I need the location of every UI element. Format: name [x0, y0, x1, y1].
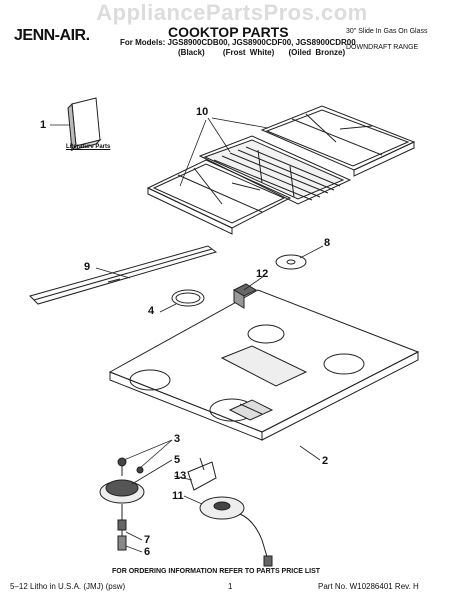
literature-parts-label: Literature Parts — [66, 144, 111, 150]
callout-1: 1 — [40, 119, 47, 131]
cooktop-glass — [108, 289, 420, 441]
product-subtitle: 30" Slide In Gas On Glass — [346, 28, 428, 35]
variant-frost-white: (Frost White) — [222, 48, 275, 57]
leader-lines — [50, 117, 324, 553]
callout-10: 10 — [196, 106, 209, 118]
variant-oiled-bronze: (Oiled Bronze) — [288, 48, 346, 57]
callout-8: 8 — [324, 237, 331, 249]
bracket-part — [232, 283, 258, 309]
burner-cap — [171, 289, 205, 307]
page-title: COOKTOP PARTS — [168, 24, 289, 40]
literature-booklet — [67, 97, 102, 152]
brand-logo: JENN-AIR. — [14, 27, 90, 44]
downdraft-grille — [198, 135, 352, 205]
burner-base-assembly — [99, 457, 145, 551]
range-type: DOWNDRAFT RANGE — [346, 44, 419, 51]
variant-black: (Black) — [178, 48, 205, 57]
callout-7: 7 — [144, 534, 151, 546]
callout-3: 3 — [174, 433, 181, 445]
grate-right — [260, 105, 416, 177]
callout-2: 2 — [322, 455, 329, 467]
callout-5: 5 — [174, 454, 181, 466]
part-number: Part No. W10286401 Rev. H — [318, 582, 419, 591]
simmer-cap — [275, 254, 307, 270]
callout-11: 11 — [172, 490, 184, 502]
models-line: For Models: JGS8900CDB00, JGS8900CDF00, … — [120, 38, 356, 47]
page-number: 1 — [228, 582, 233, 591]
litho-info: 5–12 Litho in U.S.A. (JMJ) (psw) — [10, 582, 126, 591]
model-variants: (Black) (Frost White) (Oiled Bronze) — [178, 48, 345, 57]
callout-6: 6 — [144, 546, 151, 558]
callout-4: 4 — [148, 305, 155, 317]
mounting-bracket — [187, 457, 217, 491]
ordering-info: FOR ORDERING INFORMATION REFER TO PARTS … — [112, 568, 321, 575]
callout-12: 12 — [256, 268, 269, 280]
burner-tube — [199, 496, 273, 567]
trim-strip — [29, 245, 218, 305]
callout-9: 9 — [84, 261, 91, 273]
watermark: AppliancePartsPros.com — [96, 0, 368, 25]
callout-13: 13 — [174, 470, 187, 482]
